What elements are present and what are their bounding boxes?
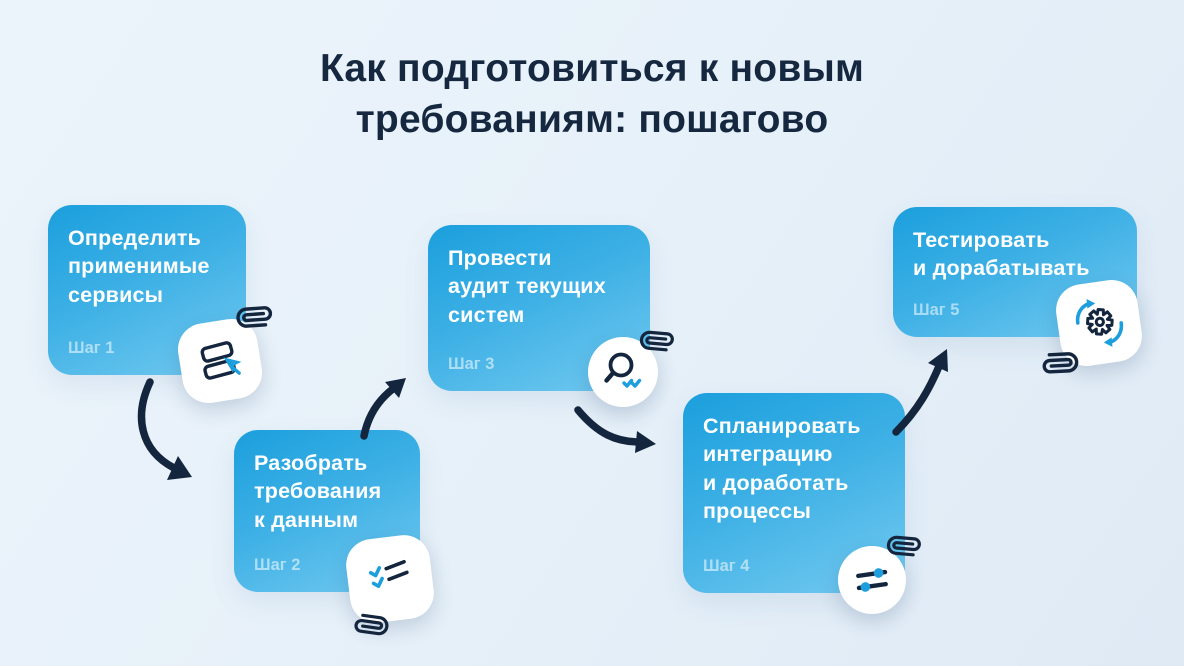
step-5-label: Шаг 5 [913, 301, 960, 319]
arrow-step1-to-step2 [137, 378, 192, 480]
step-5-heading: Тестировать и дорабатывать [913, 228, 1090, 281]
step-4-badge [838, 535, 921, 614]
step-card-3: Провести аудит текущих систем Шаг 3 [428, 225, 674, 407]
step-1-label: Шаг 1 [68, 339, 115, 357]
step-1-badge [174, 306, 273, 407]
arrow-step4-to-step5 [892, 349, 948, 436]
gear-refresh-icon [1075, 299, 1124, 347]
paperclip-icon [639, 330, 674, 352]
paperclip-icon [1042, 352, 1079, 374]
step-2-badge [343, 532, 437, 636]
step-5-badge [1042, 276, 1146, 374]
sliders-icon [856, 568, 888, 592]
page-title: Как подготовиться к новым требованиям: п… [319, 47, 865, 141]
step-card-2: Разобрать требования к данным Шаг 2 [234, 430, 437, 636]
step-card-4: Спланировать интеграцию и доработать про… [683, 393, 921, 614]
checklist-icon [368, 559, 409, 589]
step-2-label: Шаг 2 [254, 556, 301, 574]
step-4-heading: Спланировать интеграцию и доработать про… [703, 414, 861, 524]
paperclip-icon [886, 535, 921, 557]
step-3-label: Шаг 3 [448, 355, 495, 373]
paperclip-icon [236, 306, 273, 328]
step-card-1: Определить применимые сервисы Шаг 1 [48, 205, 273, 407]
step-2-heading: Разобрать требования к данным [254, 451, 382, 532]
arrow-step2-to-step3 [360, 378, 406, 440]
magnifier-check-icon [604, 352, 642, 388]
arrow-step3-to-step4 [574, 406, 656, 453]
paperclip-icon [354, 613, 389, 636]
cards-cursor-icon [200, 341, 242, 380]
step-4-label: Шаг 4 [703, 557, 750, 575]
step-1-heading: Определить применимые сервисы [68, 226, 210, 307]
step-3-heading: Провести аудит текущих систем [448, 246, 606, 327]
step-3-badge [588, 330, 674, 407]
step-card-5: Тестировать и дорабатывать Шаг 5 [893, 207, 1146, 374]
